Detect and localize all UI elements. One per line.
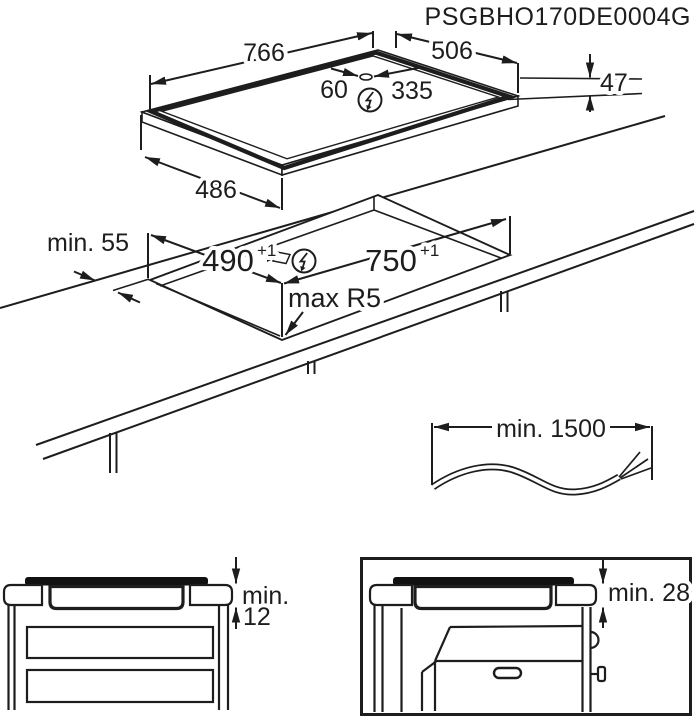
dim-label: 750 [365, 243, 417, 278]
dimension-min28: min. 28 [598, 559, 694, 628]
hinge-bump [590, 630, 600, 650]
hob-glass-section [25, 577, 208, 586]
dim-label: min. 55 [47, 229, 129, 257]
dim-label: 47 [600, 69, 628, 97]
lightning-bolt-icon [357, 87, 383, 113]
dim-label: 506 [431, 37, 473, 65]
dimension-506: 506 [395, 31, 519, 93]
worktop-front-lower-edge [42, 223, 695, 460]
hob-body-section [413, 584, 553, 611]
dim-label: 335 [391, 77, 433, 105]
dimension-490: 490 +1 [147, 233, 283, 337]
worktop-right-section [188, 583, 234, 607]
dim-label-value: 12 [243, 603, 271, 631]
dimension-min12: min. 12 [231, 557, 293, 635]
drawer-top [25, 625, 215, 660]
mains-cable-core [432, 465, 620, 494]
worktop-left-section [368, 583, 414, 607]
dim-label: min. 28 [608, 579, 690, 607]
dimension-60: 60 [316, 67, 359, 108]
cabinet-supports [109, 291, 509, 473]
oven-knob [590, 665, 607, 683]
dimension-486: 486 [140, 115, 283, 210]
dim-label-word: min. [242, 582, 289, 610]
dimension-750: 750 +1 [283, 216, 511, 285]
drawer-bottom [25, 668, 215, 704]
hob-glass-border-band [144, 50, 516, 171]
cabinet-sides [373, 605, 592, 712]
oven-clearance-view: min. 28 [360, 557, 694, 716]
dim-label: 766 [243, 39, 285, 67]
worktop-left-section [2, 583, 44, 607]
dimension-corner-radius: max R5 [284, 279, 385, 336]
worktop-right-section [554, 583, 598, 607]
cabinet-sides [7, 605, 230, 710]
dim-tolerance: +1 [257, 241, 276, 260]
dim-label: min. 1500 [496, 415, 606, 443]
cable-entry-point [359, 73, 373, 81]
dim-label: 486 [195, 176, 237, 204]
dim-tolerance: +1 [420, 241, 439, 260]
hob-body-section [48, 584, 185, 611]
cable-length-view: min. 1500 [431, 411, 653, 496]
drawing-code: PSGBHO170DE0004G [425, 3, 691, 31]
dimension-335: 335 [373, 66, 437, 109]
dimension-47: 47 [507, 54, 643, 112]
dim-label: 60 [320, 76, 348, 104]
dim-label: max R5 [288, 283, 381, 313]
hob-isometric-view: 766 506 60 335 47 486 [139, 31, 643, 210]
stripped-wires [618, 451, 652, 480]
worktop-cutout-view: min. 55 490 +1 750 +1 max R5 [0, 115, 695, 473]
dimension-min55: min. 55 [43, 225, 150, 304]
drawer-clearance-view: min. 12 [2, 557, 293, 710]
lightning-bolt-icon [291, 248, 317, 274]
worktop-front-edge [35, 210, 695, 446]
dimension-766: 766 [149, 31, 374, 111]
built-in-oven [420, 624, 583, 711]
hob-glass-section [393, 577, 574, 586]
hob-glass-inner-edge [159, 55, 501, 160]
dim-label: 490 [202, 243, 254, 278]
oven-handle [492, 666, 523, 680]
